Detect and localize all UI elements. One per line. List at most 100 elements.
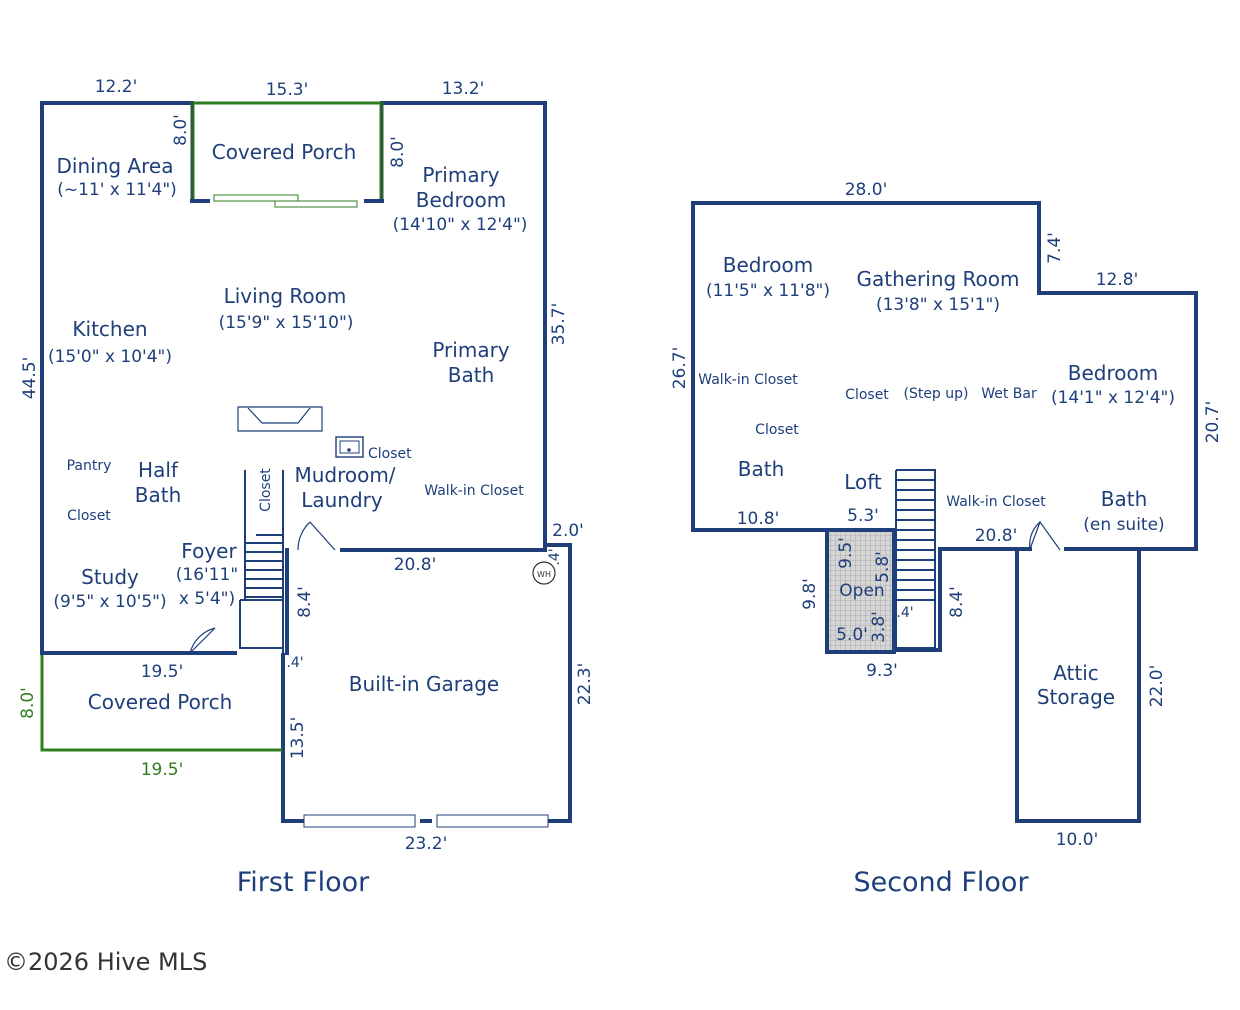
attic-walls bbox=[1015, 547, 1141, 823]
dim-label: 8.0' bbox=[388, 136, 408, 168]
dim-label: 8.0' bbox=[18, 687, 38, 719]
copyright-notice: ©2026 Hive MLS bbox=[4, 948, 208, 976]
dim-label: 5.0' bbox=[836, 625, 868, 645]
dim-label: 9.8' bbox=[800, 578, 820, 610]
room-kitchen-size: (15'0" x 10'4") bbox=[48, 347, 172, 367]
water-heater-label: WH bbox=[537, 570, 551, 579]
room-mudroom-line2: Laundry bbox=[301, 488, 383, 512]
garage-door bbox=[303, 814, 416, 828]
first-floor-title: First Floor bbox=[237, 867, 370, 898]
dim-label: 26.7' bbox=[670, 347, 690, 390]
dim-label: 19.5' bbox=[141, 662, 184, 682]
room-bath-2-sub: (en suite) bbox=[1083, 515, 1164, 535]
room-closet-b: Closet bbox=[755, 422, 799, 438]
laundry-sink bbox=[335, 436, 364, 458]
dim-label: 9.5' bbox=[836, 537, 856, 569]
dim-label: .4' bbox=[896, 605, 913, 621]
room-attic-line2: Storage bbox=[1037, 685, 1115, 709]
room-bedroom-1-size: (11'5" x 11'8") bbox=[706, 281, 830, 301]
room-primary-bedroom: Primary bbox=[422, 163, 499, 187]
dim-label: 19.5' bbox=[141, 760, 184, 780]
dim-label: 5.3' bbox=[847, 506, 879, 526]
open-to-below bbox=[825, 528, 896, 654]
first-floor-stairs bbox=[239, 470, 284, 655]
fireplace bbox=[237, 406, 323, 432]
dim-label: .4' bbox=[547, 548, 563, 565]
room-wet-bar: Wet Bar bbox=[981, 386, 1037, 402]
room-porch-bottom: Covered Porch bbox=[88, 690, 233, 714]
room-foyer-size1: (16'11" bbox=[176, 565, 238, 585]
dim-label: 8.0' bbox=[171, 114, 191, 146]
room-dining-size: (~11' x 11'4") bbox=[57, 180, 177, 200]
room-living: Living Room bbox=[224, 284, 347, 308]
first-floor-outer-walls bbox=[40, 101, 547, 655]
room-closet-hall: Closet bbox=[67, 508, 111, 524]
room-closet-vertical: Closet bbox=[258, 468, 274, 512]
dim-label: 13.5' bbox=[288, 717, 308, 760]
dim-label: 8.4' bbox=[295, 586, 315, 618]
room-closet-a: Closet bbox=[845, 387, 889, 403]
second-floor-title: Second Floor bbox=[853, 867, 1029, 898]
dim-label: 2.0' bbox=[552, 521, 584, 541]
dim-label: 35.7' bbox=[549, 303, 569, 346]
room-walkin-closet-2: Walk-in Closet bbox=[946, 494, 1046, 510]
dim-label: 44.5' bbox=[20, 357, 40, 400]
first-floor: WH Dining Area (~11' x 11'4") Covered Po… bbox=[18, 77, 595, 898]
dim-label: .4' bbox=[286, 655, 303, 671]
room-porch-top: Covered Porch bbox=[212, 140, 357, 164]
room-loft: Loft bbox=[844, 470, 882, 494]
room-half-bath-line2: Bath bbox=[135, 483, 182, 507]
water-heater-icon bbox=[532, 561, 556, 585]
dim-label: 20.8' bbox=[394, 555, 437, 575]
room-foyer-size2: x 5'4") bbox=[179, 589, 235, 609]
dim-label: 15.3' bbox=[266, 80, 309, 100]
room-pantry: Pantry bbox=[67, 458, 112, 474]
room-bedroom-1: Bedroom bbox=[723, 253, 813, 277]
dim-label: 10.0' bbox=[1056, 830, 1099, 850]
room-closet-laundry: Closet bbox=[368, 446, 412, 462]
dim-label: 22.3' bbox=[575, 663, 595, 706]
room-attic: Attic bbox=[1053, 661, 1099, 685]
dim-label: 5.8' bbox=[873, 551, 893, 583]
room-foyer: Foyer bbox=[181, 539, 237, 563]
room-garage: Built-in Garage bbox=[349, 672, 499, 696]
dim-label: 9.3' bbox=[866, 661, 898, 681]
front-door-swing bbox=[189, 627, 216, 654]
room-gathering: Gathering Room bbox=[856, 267, 1019, 291]
room-dining: Dining Area bbox=[57, 154, 174, 178]
dim-label: 28.0' bbox=[845, 180, 888, 200]
garage-door bbox=[436, 814, 549, 828]
room-primary-bedroom-size: (14'10" x 12'4") bbox=[393, 215, 528, 235]
room-primary-bedroom-line2: Bedroom bbox=[416, 188, 506, 212]
room-bath-2: Bath bbox=[1101, 487, 1148, 511]
dim-label: 20.7' bbox=[1203, 401, 1223, 444]
room-mudroom: Mudroom/ bbox=[294, 463, 395, 487]
room-living-size: (15'9" x 15'10") bbox=[219, 313, 354, 333]
room-study-size: (9'5" x 10'5") bbox=[53, 592, 166, 612]
room-bedroom-2-size: (14'1" x 12'4") bbox=[1051, 388, 1175, 408]
bath-door-swing bbox=[1029, 520, 1061, 551]
second-floor-stairs bbox=[895, 469, 936, 650]
dim-label: 10.8' bbox=[737, 509, 780, 529]
sliding-door bbox=[213, 194, 299, 202]
dim-label: 12.2' bbox=[95, 77, 138, 97]
dim-label: 13.2' bbox=[442, 79, 485, 99]
garage-walls bbox=[281, 543, 572, 823]
dim-label: 22.0' bbox=[1147, 665, 1167, 708]
mudroom-door-swing bbox=[297, 521, 336, 551]
dim-label: 8.4' bbox=[947, 586, 967, 618]
room-primary-bath-line2: Bath bbox=[448, 363, 495, 387]
second-floor: Bedroom (11'5" x 11'8") Gathering Room (… bbox=[670, 180, 1223, 898]
dim-label: 7.4' bbox=[1045, 232, 1065, 264]
room-bedroom-2: Bedroom bbox=[1068, 361, 1158, 385]
dim-label: 3.8' bbox=[869, 611, 889, 643]
room-study: Study bbox=[81, 565, 139, 589]
sliding-door bbox=[274, 200, 358, 208]
room-half-bath: Half bbox=[138, 458, 179, 482]
room-walkin-closet: Walk-in Closet bbox=[424, 483, 524, 499]
room-gathering-size: (13'8" x 15'1") bbox=[876, 295, 1000, 315]
room-primary-bath: Primary bbox=[432, 338, 509, 362]
second-floor-outer-walls bbox=[691, 201, 1198, 652]
dim-label: 23.2' bbox=[405, 834, 448, 854]
